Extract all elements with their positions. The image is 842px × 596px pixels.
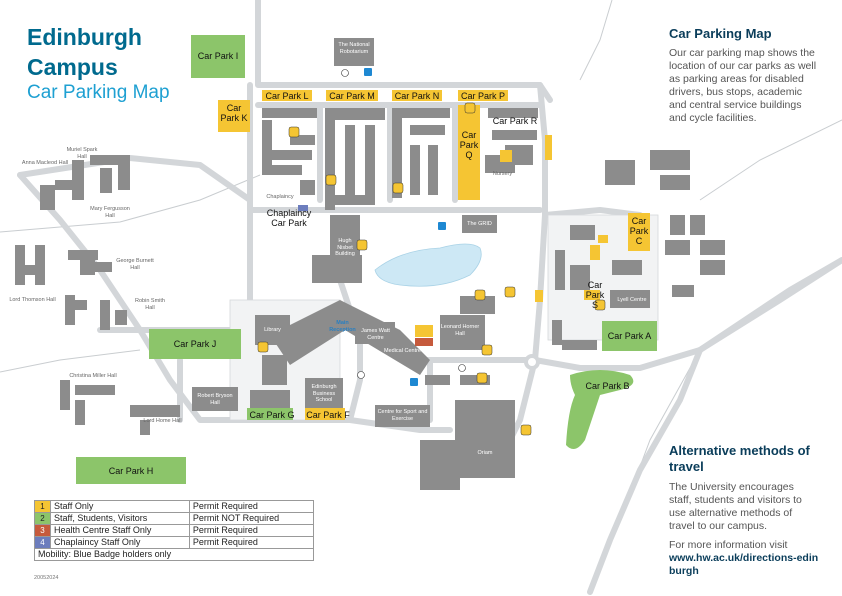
pond [374,243,482,287]
car-park-i[interactable]: Car Park I [197,51,239,61]
legend-label: Chaplaincy Staff Only [50,536,190,549]
parking-heading: Car Parking Map [669,26,772,41]
george-burnett-label: George Burnett Hall [116,258,154,271]
car-park-l[interactable]: Car Park L [265,91,309,101]
health-parking-zone [415,338,433,346]
page-subtitle: Car Parking Map [27,82,170,103]
robotarium-label: The National Robotarium [338,42,370,55]
car-park-g[interactable]: Car Park G [249,410,295,420]
sport-centre-label: Centre for Sport and Exercise [377,409,428,422]
car-park-m[interactable]: Car Park M [329,91,375,101]
legend-permit: Permit Required [188,524,315,537]
legend-row: 3 Health Centre Staff Only Permit Requir… [34,524,315,537]
roundabout [524,354,540,370]
legend-permit: Permit Required [188,536,315,549]
hugh-nisbet-label: Hugh Nisbet Building [335,238,355,257]
legend-row: Mobility: Blue Badge holders only [34,548,314,561]
lord-home-label: Lord Home Hall [143,418,182,424]
legend-label: Staff Only [50,500,190,513]
alt-travel-description: The University encourages staff, student… [669,481,802,532]
christina-miller-label: Christina Miller Hall [69,373,117,379]
legend-swatch-3: 3 [34,524,51,537]
legend-row: 2 Staff, Students, Visitors Permit NOT R… [34,512,315,525]
nursery-label: Nursery [492,171,513,177]
document-code: 20052024 [34,575,59,581]
car-park-chaplaincy[interactable]: Chaplaincy Car Park [266,208,312,228]
legend-swatch-1: 1 [34,500,51,513]
legend-permit: Permit NOT Required [188,512,315,525]
library-label: Library [264,327,281,333]
james-watt-label: James Watt Centre [361,328,390,341]
main-reception-label: Main Reception [329,320,356,333]
muriel-spark-label: Muriel Spark Hall [66,147,98,160]
car-park-p[interactable]: Car Park P [460,91,505,101]
alt-travel-heading: Alternative methods of travel [669,443,810,474]
car-park-n[interactable]: Car Park N [394,91,440,101]
robert-bryson-label: Robert Bryson Hall [197,393,233,406]
robin-smith-label: Robin Smith Hall [135,298,165,311]
car-park-c[interactable]: Car Park C [629,216,649,246]
car-park-s[interactable]: Car Park S [585,280,605,310]
car-park-h[interactable]: Car Park H [108,466,154,476]
car-park-j[interactable]: Car Park J [173,339,217,349]
business-school-label: Edinburgh Business School [311,384,337,403]
legend-label: Staff, Students, Visitors [50,512,190,525]
legend-swatch-4: 4 [34,536,51,549]
directions-link[interactable]: www.hw.ac.uk/directions-edinburgh [669,552,819,577]
leonard-horner-label: Leonard Horner Hall [440,324,480,337]
chaplaincy-parking-zone [298,205,308,211]
car-park-r[interactable]: Car Park R [492,116,538,126]
staff-parking-zones [218,90,650,420]
mary-fergusson-label: Mary Fergusson Hall [90,206,130,219]
legend-row: 1 Staff Only Permit Required [34,500,315,513]
page-title: Edinburgh Campus [27,24,142,80]
car-park-k[interactable]: Car Park K [220,103,248,123]
medical-centre-label: Medical Centre [384,348,421,354]
car-park-a[interactable]: Car Park A [607,331,652,341]
chaplaincy-label: Chaplaincy [266,194,294,200]
legend-note: Mobility: Blue Badge holders only [34,548,314,561]
anna-macleod-label: Anna Macleod Hall [21,160,69,166]
buildings [15,38,725,490]
car-park-b[interactable]: Car Park B [585,381,630,391]
lyell-centre-label: Lyell Centre [617,297,647,303]
oriam-label: Oriam [477,450,493,456]
lord-thomson-label: Lord Thomson Hall [9,297,56,303]
legend-permit: Permit Required [188,500,315,513]
car-park-f[interactable]: Car Park F [306,410,350,420]
parking-description: Our car parking map shows the location o… [669,47,817,124]
legend-row: 4 Chaplaincy Staff Only Permit Required [34,536,315,549]
parking-legend: 1 Staff Only Permit Required 2 Staff, St… [34,500,315,561]
legend-label: Health Centre Staff Only [50,524,190,537]
visitor-parking-zones [76,35,657,484]
legend-swatch-2: 2 [34,512,51,525]
the-grid-label: The GRID [467,221,492,227]
alt-travel-more: For more information visit [669,539,788,551]
map-icons [257,68,606,436]
car-park-q[interactable]: Car Park Q [459,130,479,160]
